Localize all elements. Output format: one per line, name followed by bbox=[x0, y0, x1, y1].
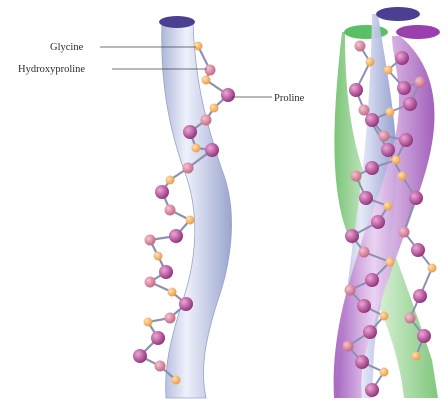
hydroxyproline-atom bbox=[405, 313, 416, 324]
proline-atom bbox=[365, 383, 379, 397]
triple-helix bbox=[334, 7, 440, 398]
glycine-label: Glycine bbox=[50, 42, 84, 53]
hydroxyproline-atom bbox=[183, 163, 194, 174]
proline-atom bbox=[395, 51, 409, 65]
hydroxyproline-label: Hydroxyproline bbox=[18, 64, 85, 75]
glycine-atom bbox=[154, 252, 163, 261]
proline-atom bbox=[403, 97, 417, 111]
glycine-atom bbox=[380, 368, 389, 377]
hydroxyproline-atom bbox=[201, 115, 212, 126]
triple-helix-purple-cap bbox=[396, 25, 440, 39]
glycine-atom bbox=[380, 312, 389, 321]
hydroxyproline-atom bbox=[351, 171, 362, 182]
proline-atom bbox=[179, 297, 193, 311]
proline-atom bbox=[155, 185, 169, 199]
proline-atom bbox=[205, 143, 219, 157]
proline-atom bbox=[221, 88, 235, 102]
proline-atom bbox=[411, 243, 425, 257]
proline-atom bbox=[399, 133, 413, 147]
proline-atom bbox=[169, 229, 183, 243]
glycine-atom bbox=[392, 156, 401, 165]
proline-atom bbox=[133, 349, 147, 363]
proline-atom bbox=[355, 355, 369, 369]
glycine-atom bbox=[384, 66, 393, 75]
glycine-atom bbox=[428, 264, 437, 273]
hydroxyproline-atom bbox=[145, 277, 156, 288]
proline-atom bbox=[357, 299, 371, 313]
glycine-atom bbox=[398, 172, 407, 181]
glycine-atom bbox=[194, 42, 203, 51]
hydroxyproline-atom bbox=[415, 77, 426, 88]
proline-atom bbox=[381, 143, 395, 157]
glycine-atom bbox=[210, 104, 219, 113]
single-helix bbox=[133, 16, 235, 398]
proline-atom bbox=[417, 329, 431, 343]
proline-atom bbox=[365, 273, 379, 287]
glycine-atom bbox=[386, 258, 395, 267]
glycine-atom bbox=[172, 376, 181, 385]
glycine-atom bbox=[202, 76, 211, 85]
hydroxyproline-atom bbox=[359, 247, 370, 258]
hydroxyproline-atom bbox=[359, 105, 370, 116]
proline-atom bbox=[159, 265, 173, 279]
triple-helix-blue-cap bbox=[376, 7, 420, 21]
glycine-atom bbox=[144, 318, 153, 327]
proline-label: Proline bbox=[274, 93, 305, 104]
glycine-atom bbox=[412, 352, 421, 361]
glycine-atom bbox=[166, 176, 175, 185]
proline-atom bbox=[151, 331, 165, 345]
proline-atom bbox=[183, 125, 197, 139]
hydroxyproline-atom bbox=[399, 227, 410, 238]
glycine-atom bbox=[386, 108, 395, 117]
hydroxyproline-atom bbox=[379, 131, 390, 142]
proline-atom bbox=[371, 215, 385, 229]
glycine-atom bbox=[186, 216, 195, 225]
hydroxyproline-atom bbox=[145, 235, 156, 246]
glycine-atom bbox=[168, 288, 177, 297]
hydroxyproline-atom bbox=[155, 361, 166, 372]
proline-atom bbox=[345, 229, 359, 243]
proline-atom bbox=[363, 325, 377, 339]
proline-atom bbox=[359, 191, 373, 205]
hydroxyproline-atom bbox=[165, 313, 176, 324]
glycine-atom bbox=[192, 144, 201, 153]
hydroxyproline-atom bbox=[343, 341, 354, 352]
glycine-atom bbox=[366, 58, 375, 67]
hydroxyproline-atom bbox=[355, 41, 366, 52]
proline-atom bbox=[365, 161, 379, 175]
hydroxyproline-atom bbox=[165, 205, 176, 216]
glycine-atom bbox=[384, 202, 393, 211]
proline-atom bbox=[397, 81, 411, 95]
hydroxyproline-atom bbox=[345, 285, 356, 296]
single-helix-cap bbox=[159, 16, 195, 28]
hydroxyproline-atom bbox=[205, 65, 216, 76]
proline-atom bbox=[365, 113, 379, 127]
labels: Glycine Hydroxyproline Proline bbox=[18, 42, 305, 104]
proline-atom bbox=[349, 83, 363, 97]
proline-atom bbox=[409, 191, 423, 205]
proline-atom bbox=[413, 289, 427, 303]
